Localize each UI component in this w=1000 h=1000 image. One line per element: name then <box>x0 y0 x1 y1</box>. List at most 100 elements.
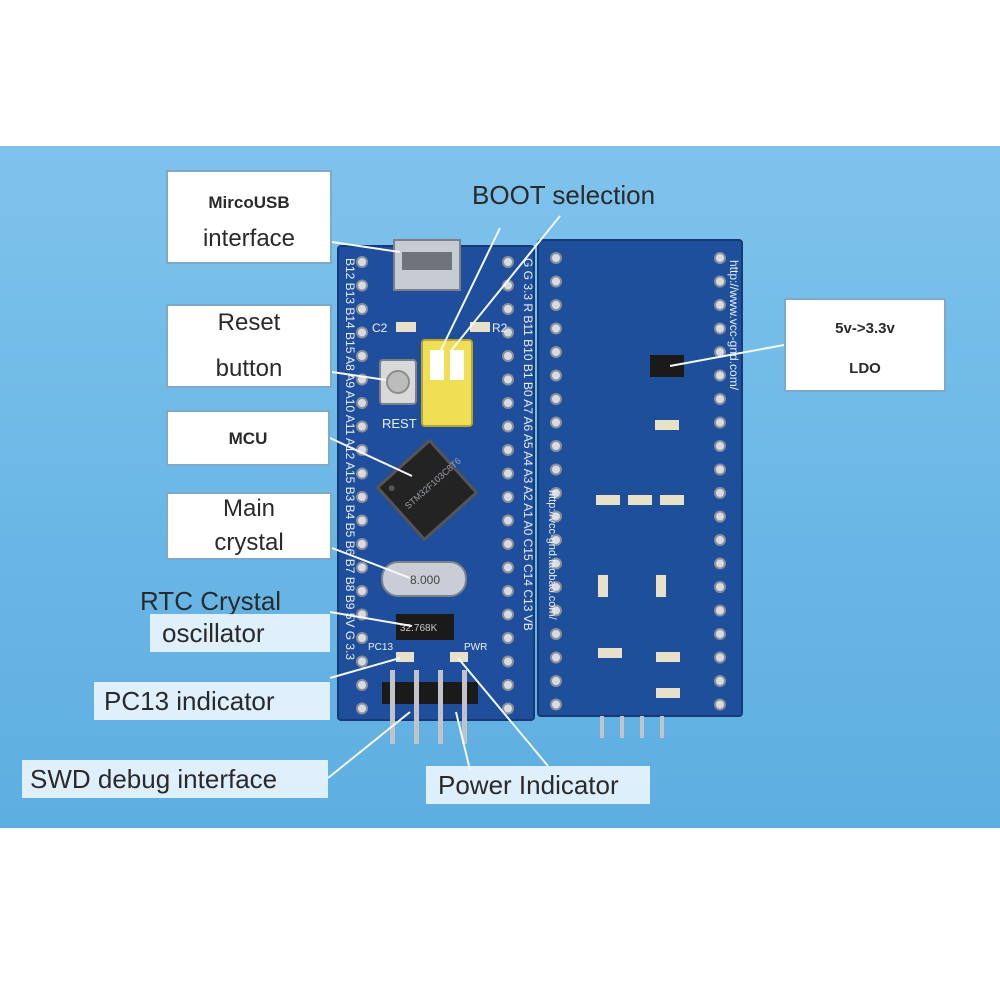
front-board: B12 B13 B14 B15 A8 A9 A10 A11 A12 A15 B3… <box>337 239 558 744</box>
callout-reset-button: Reset button <box>166 304 332 388</box>
header-pin-hole <box>550 463 562 476</box>
pc13-led <box>396 652 414 662</box>
r2-silk: R2 <box>492 321 508 335</box>
header-pin-hole <box>714 440 726 452</box>
header-pin-hole <box>356 632 368 644</box>
header-pin-hole <box>356 679 368 691</box>
callout-pc13-indicator: PC13 indicator <box>94 682 330 720</box>
callout-main-crystal-line1: Main <box>222 495 276 522</box>
callout-reset-line2: button <box>215 355 283 382</box>
header-pin-hole <box>356 514 368 527</box>
callout-reset-line1: Reset <box>217 309 281 336</box>
header-pin-hole <box>714 275 726 288</box>
header-pin-hole <box>356 655 368 668</box>
mcu-chip: STM32F103C8T6 <box>375 438 479 542</box>
left-pin-labels-silk: B12 B13 B14 B15 A8 A9 A10 A11 A12 A15 B3… <box>343 258 357 660</box>
main-crystal <box>381 561 467 597</box>
smd-capacitor-c2 <box>396 322 416 332</box>
header-pin-hole <box>356 279 368 292</box>
callout-main-crystal-line2: crystal <box>214 529 284 556</box>
rtc-crystal-marking: 32.768K <box>400 623 438 634</box>
header-pin-hole <box>502 467 514 480</box>
front-board-pins-right <box>502 256 514 715</box>
smd-capacitor <box>660 495 684 505</box>
header-pin-hole <box>550 299 562 311</box>
header-pin-hole <box>356 491 368 503</box>
callout-main-crystal: Main crystal <box>166 492 332 560</box>
callout-ldo-line1: 5v->3.3v <box>835 320 895 337</box>
smd-resistor-r2 <box>470 322 490 332</box>
main-crystal-marking: 8.000 <box>410 573 440 587</box>
header-pin-hole <box>550 534 562 546</box>
header-pin-hole <box>502 514 514 527</box>
header-pin-hole <box>714 651 726 664</box>
header-pin-hole <box>502 561 514 574</box>
smd-capacitor <box>656 575 666 597</box>
callout-microusb-interface: MircoUSB interface <box>166 170 332 264</box>
swd-pin <box>414 670 419 744</box>
header-pin-hole <box>550 628 562 640</box>
header-pin-hole <box>502 491 514 503</box>
callout-leader-lines <box>327 215 785 779</box>
back-board-pins-left <box>550 252 562 711</box>
header-pin-hole <box>550 393 562 405</box>
header-pin-hole <box>502 373 514 386</box>
rtc-crystal <box>396 614 454 640</box>
smd-capacitor <box>655 420 679 430</box>
smd-capacitor <box>598 575 608 597</box>
header-pin-hole <box>502 397 514 409</box>
header-pin-hole <box>356 538 368 550</box>
power-led <box>450 652 468 662</box>
reset-silk: REST <box>382 416 417 431</box>
micro-usb-opening <box>402 252 452 270</box>
c2-silk: C2 <box>372 321 388 335</box>
header-pin-hole <box>714 675 726 687</box>
header-pin-hole <box>356 350 368 362</box>
swd-pin <box>390 670 395 744</box>
header-pin-hole <box>356 467 368 480</box>
header-pin-hole <box>356 303 368 315</box>
header-pin-hole <box>714 393 726 405</box>
header-pin-hole <box>356 585 368 597</box>
reset-button-cap <box>386 370 410 394</box>
header-pin-hole <box>502 303 514 315</box>
header-pin-hole <box>714 628 726 640</box>
header-pin-hole <box>550 557 562 570</box>
header-pin-hole <box>550 275 562 288</box>
callout-power-indicator: Power Indicator <box>426 766 650 804</box>
header-pin-hole <box>714 252 726 264</box>
header-pin-hole <box>714 534 726 546</box>
header-pin-hole <box>502 444 514 456</box>
header-pin-hole <box>550 651 562 664</box>
callout-ldo-line2: LDO <box>849 360 881 377</box>
pwr-silk: PWR <box>464 642 487 653</box>
header-pin-hole <box>714 322 726 335</box>
header-pin-hole <box>550 369 562 382</box>
swd-header-housing <box>382 682 478 704</box>
right-pin-labels-silk: G G 3.3 R B11 B10 B1 B0 A7 A6 A5 A4 A3 A… <box>521 258 535 631</box>
callout-microusb-title: MircoUSB <box>208 193 290 212</box>
header-pin-hole <box>550 440 562 452</box>
header-pin-hole <box>550 252 562 264</box>
callout-rtc-line1: RTC Crystal <box>140 586 282 616</box>
smd-resistor <box>656 652 680 662</box>
header-pin-hole <box>550 581 562 593</box>
header-pin-hole <box>714 581 726 593</box>
header-pin-hole <box>714 487 726 499</box>
header-pin-hole <box>714 698 726 711</box>
pc13-silk: PC13 <box>368 642 393 653</box>
back-board-bottom-pins <box>600 716 664 738</box>
header-pin-hole <box>550 416 562 429</box>
callout-swd-debug-interface: SWD debug interface <box>22 760 328 798</box>
boot-jumper-block <box>421 339 473 427</box>
callout-boot-selection: BOOT selection <box>472 180 656 210</box>
header-pin-hole <box>550 698 562 711</box>
smd-led <box>656 688 680 698</box>
callout-mcu-label: MCU <box>228 429 268 448</box>
callout-mcu: MCU <box>166 410 330 466</box>
header-pin-hole <box>550 322 562 335</box>
header-pin-hole <box>714 299 726 311</box>
header-pin-hole <box>356 561 368 574</box>
swd-pin <box>462 670 467 744</box>
header-pin-hole <box>714 604 726 617</box>
